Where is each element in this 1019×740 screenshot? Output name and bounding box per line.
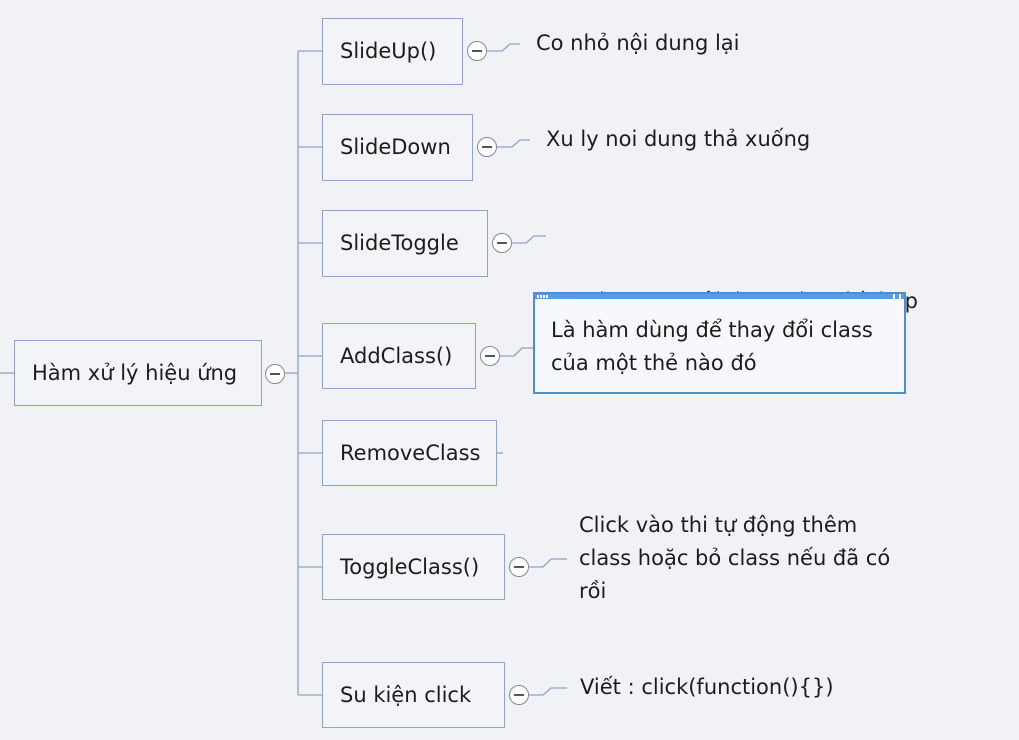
- node-removeclass-label: RemoveClass: [340, 440, 481, 465]
- slideup-collapse-toggle-icon[interactable]: [467, 41, 487, 61]
- sukienclick-collapse-toggle-icon[interactable]: [509, 685, 529, 705]
- node-sukienclick-label: Su kiện click: [340, 682, 472, 707]
- note-slideup[interactable]: Co nhỏ nội dung lại: [536, 27, 740, 60]
- node-slidedown-label: SlideDown: [340, 135, 451, 159]
- note-line: rồi: [579, 579, 607, 603]
- toggleclass-collapse-toggle-icon[interactable]: [509, 557, 529, 577]
- note-slidedown[interactable]: Xu ly noi dung thả xuống: [546, 123, 810, 156]
- slidedown-collapse-toggle-icon[interactable]: [477, 137, 497, 157]
- note-line: của một thẻ nào đó: [551, 351, 757, 375]
- connector-line: [487, 43, 520, 52]
- root-collapse-toggle-icon[interactable]: [265, 364, 285, 384]
- node-slidedown[interactable]: SlideDown: [322, 114, 473, 181]
- node-toggleclass-label: ToggleClass(): [340, 554, 480, 579]
- selection-title-bar[interactable]: [535, 294, 904, 299]
- connector-line: [497, 139, 530, 148]
- connector-line: [500, 347, 533, 357]
- node-slideup-label: SlideUp(): [340, 39, 437, 63]
- note-line: Xu ly noi dung thả xuống: [546, 127, 811, 151]
- connector-line: [529, 687, 567, 696]
- note-line: Là hàm dùng để thay đổi class: [551, 318, 873, 342]
- addclass-collapse-toggle-icon[interactable]: [480, 346, 500, 366]
- connector-line: [512, 235, 546, 244]
- drag-handle-icon[interactable]: [537, 295, 549, 298]
- node-toggleclass[interactable]: ToggleClass(): [322, 534, 505, 600]
- note-addclass-selected[interactable]: Là hàm dùng để thay đổi class của một th…: [533, 292, 906, 394]
- connector-line: [529, 558, 567, 568]
- root-node[interactable]: Hàm xử lý hiệu ứng: [14, 340, 262, 406]
- note-sukienclick[interactable]: Viết : click(function(){}): [580, 671, 834, 704]
- node-slidetoggle[interactable]: SlideToggle: [322, 210, 488, 277]
- node-addclass-label: AddClass(): [340, 343, 453, 368]
- note-line: Co nhỏ nội dung lại: [536, 31, 740, 55]
- node-slidetoggle-label: SlideToggle: [340, 231, 459, 255]
- node-sukienclick[interactable]: Su kiện click: [322, 662, 505, 728]
- slidetoggle-collapse-toggle-icon[interactable]: [492, 233, 512, 253]
- node-addclass[interactable]: AddClass(): [322, 323, 476, 389]
- note-line: class hoặc bỏ class nếu đã có: [579, 546, 891, 570]
- node-removeclass[interactable]: RemoveClass: [322, 420, 497, 486]
- node-slideup[interactable]: SlideUp(): [322, 18, 463, 85]
- resize-arrows-icon[interactable]: [893, 294, 901, 299]
- note-toggleclass[interactable]: Click vào thi tự động thêm class hoặc bỏ…: [579, 509, 890, 608]
- root-node-label: Hàm xử lý hiệu ứng: [32, 360, 238, 385]
- note-addclass-text[interactable]: Là hàm dùng để thay đổi class của một th…: [551, 314, 873, 380]
- note-line: Viết : click(function(){}): [580, 675, 834, 699]
- note-line: Click vào thi tự động thêm: [579, 513, 858, 537]
